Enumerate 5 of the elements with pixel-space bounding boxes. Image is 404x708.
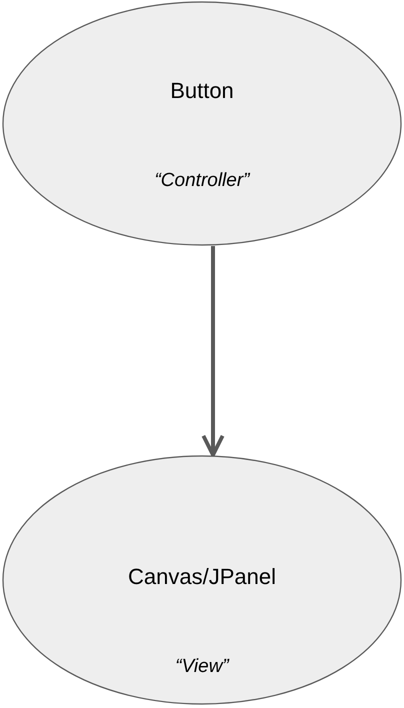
node-title: Canvas/JPanel [127, 564, 277, 590]
node-title: Button [169, 78, 235, 104]
arrow [201, 246, 225, 457]
node-role: “Controller” [153, 170, 252, 192]
node-role: “View” [174, 656, 230, 678]
